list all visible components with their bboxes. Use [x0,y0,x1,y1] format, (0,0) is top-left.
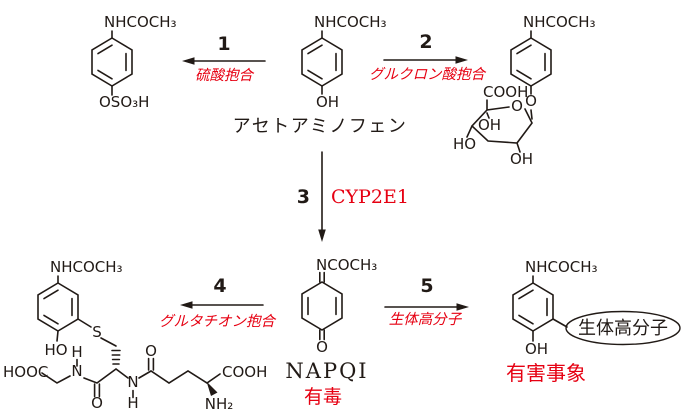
ring-double-bonds [307,296,337,316]
molecule-glucuronide: NHCOCH₃ O COOH O OH HO OH [453,13,596,168]
compound-name: NAPQI [285,359,368,383]
ring-o-label: O [511,97,523,115]
ring-double-bonds [43,289,73,325]
reaction-arrow-4: 4 グルタチオン抱合 [159,275,276,330]
toxicity-label: 有毒 [304,386,342,408]
quinone-ring [301,281,343,331]
substituent-bonds [532,275,568,342]
reaction-arrow-5: 5 生体高分子 [384,275,469,328]
ketone-o-label: O [316,338,328,356]
amide-h1-label: H [71,343,82,361]
molecule-sulfate-conjugate: NHCOCH₃ OSO₃H [91,13,177,111]
hydroxyl-label: OH [525,340,548,358]
arrow-head-icon [456,303,469,311]
arrow-head-icon [180,301,193,309]
sulfate-label: OSO₃H [99,93,149,111]
amide-label: NHCOCH₃ [50,258,123,276]
reaction-number: 3 [297,186,310,208]
reaction-arrow-3: 3 CYP2E1 [297,151,409,242]
molecule-acetaminophen: NHCOCH₃ OH アセトアミノフェン [233,13,408,136]
glycosidic-o-label: O [525,92,537,110]
amide-label: NHCOCH₃ [525,258,598,276]
amide-label: NHCOCH₃ [104,13,177,31]
cooh-label: COOH [483,83,528,101]
amide-n1-label: N [71,362,82,380]
ring-double-bonds [97,44,127,80]
reaction-number: 4 [213,275,226,297]
macromolecule-ellipse [565,310,681,346]
ho-left-label: HO [453,135,476,153]
amide-label: NHCOCH₃ [314,13,387,31]
amide-h2-label: H [127,394,138,412]
compound-name: アセトアミノフェン [233,116,408,136]
glutamate-cooh-label: COOH [222,363,267,381]
amine-label: NH₂ [205,395,234,412]
substituent-bonds [56,275,117,347]
reaction-number: 5 [420,275,433,297]
reaction-label: グルタチオン抱合 [159,313,276,330]
exocyclic-double-bonds [319,271,325,341]
hashed-bond [111,349,121,365]
adverse-event-label: 有害事象 [506,362,586,385]
arrow-head-icon [182,57,195,65]
ring-double-bonds [518,289,548,325]
peptide-chain-bonds [41,368,221,384]
arrow-head-icon [455,56,468,64]
reaction-label: グルクロン酸抱合 [369,66,486,83]
glycine-cooh-label: HOOC [3,363,48,381]
amide-n2-label: N [127,373,138,391]
reaction-label: 硫酸抱合 [195,67,254,84]
reaction-arrow-1: 1 硫酸抱合 [182,33,266,84]
imine-label: NCOCH₃ [316,256,377,274]
molecule-glutathione-conjugate: NHCOCH₃ HO S HOOC N H O N H O COOH NH₂ [3,258,267,412]
ring-double-bonds [516,44,546,80]
hydroxyl-label: OH [316,93,339,111]
molecule-protein-adduct: NHCOCH₃ OH 生体高分子 有害事象 [506,258,681,385]
carbonyl-o1-label: O [91,394,103,412]
carbonyl-o2-label: O [145,342,157,360]
hydroxyl-label: HO [44,341,67,359]
oh-axial-label: OH [478,116,501,134]
reaction-arrow-2: 2 グルクロン酸抱合 [369,31,486,83]
substituent-bonds [530,30,533,120]
sugar-ring-bonds [466,99,533,153]
reaction-label: CYP2E1 [331,186,409,208]
oh-bottom-label: OH [510,150,533,168]
molecule-napqi: NCOCH₃ O NAPQI 有毒 [285,256,377,408]
ring-double-bonds [307,44,337,80]
carbonyl-double-bonds [93,357,155,398]
reaction-label: 生体高分子 [389,311,463,328]
thioether-s-label: S [92,323,102,341]
nh-bonds [76,358,134,399]
amide-label: NHCOCH₃ [523,13,596,31]
reaction-number: 2 [419,31,432,53]
macromolecule-label: 生体高分子 [578,318,668,338]
arrow-head-icon [318,229,326,242]
wedge-bond [206,381,218,396]
reaction-number: 1 [217,33,230,55]
